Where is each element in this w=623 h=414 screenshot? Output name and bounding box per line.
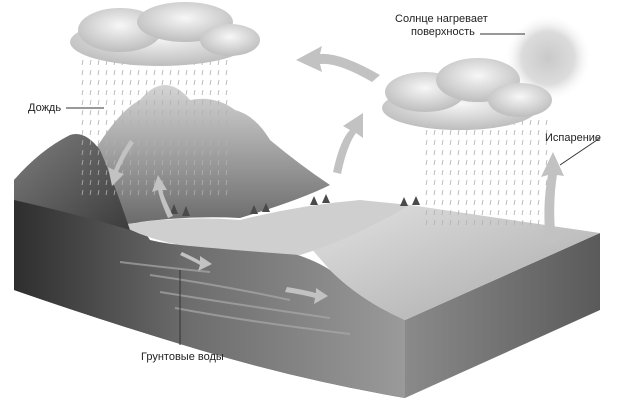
cloud-left: [70, 2, 260, 66]
trees: [170, 194, 420, 216]
rain-right: [420, 120, 550, 230]
cloud-right: [382, 58, 552, 130]
label-evaporation: Испарение: [545, 132, 602, 144]
label-groundwater: Грунтовые воды: [141, 351, 224, 363]
sea-surface: [295, 205, 600, 320]
valley-floor: [120, 200, 410, 255]
ground-side-face: [405, 233, 600, 398]
label-rain: Дождь: [28, 102, 62, 114]
groundwater-streaks: [119, 261, 351, 335]
leader-lines: [66, 33, 601, 345]
label-sun-line2: поверхность: [411, 26, 475, 38]
water-cycle-arrows: [108, 46, 564, 304]
label-sun-heats-surface: Солнце нагревает поверхность: [395, 13, 488, 39]
label-sun-line1: Солнце нагревает: [395, 13, 488, 25]
sun: [504, 14, 592, 102]
rain-left: [80, 60, 230, 200]
